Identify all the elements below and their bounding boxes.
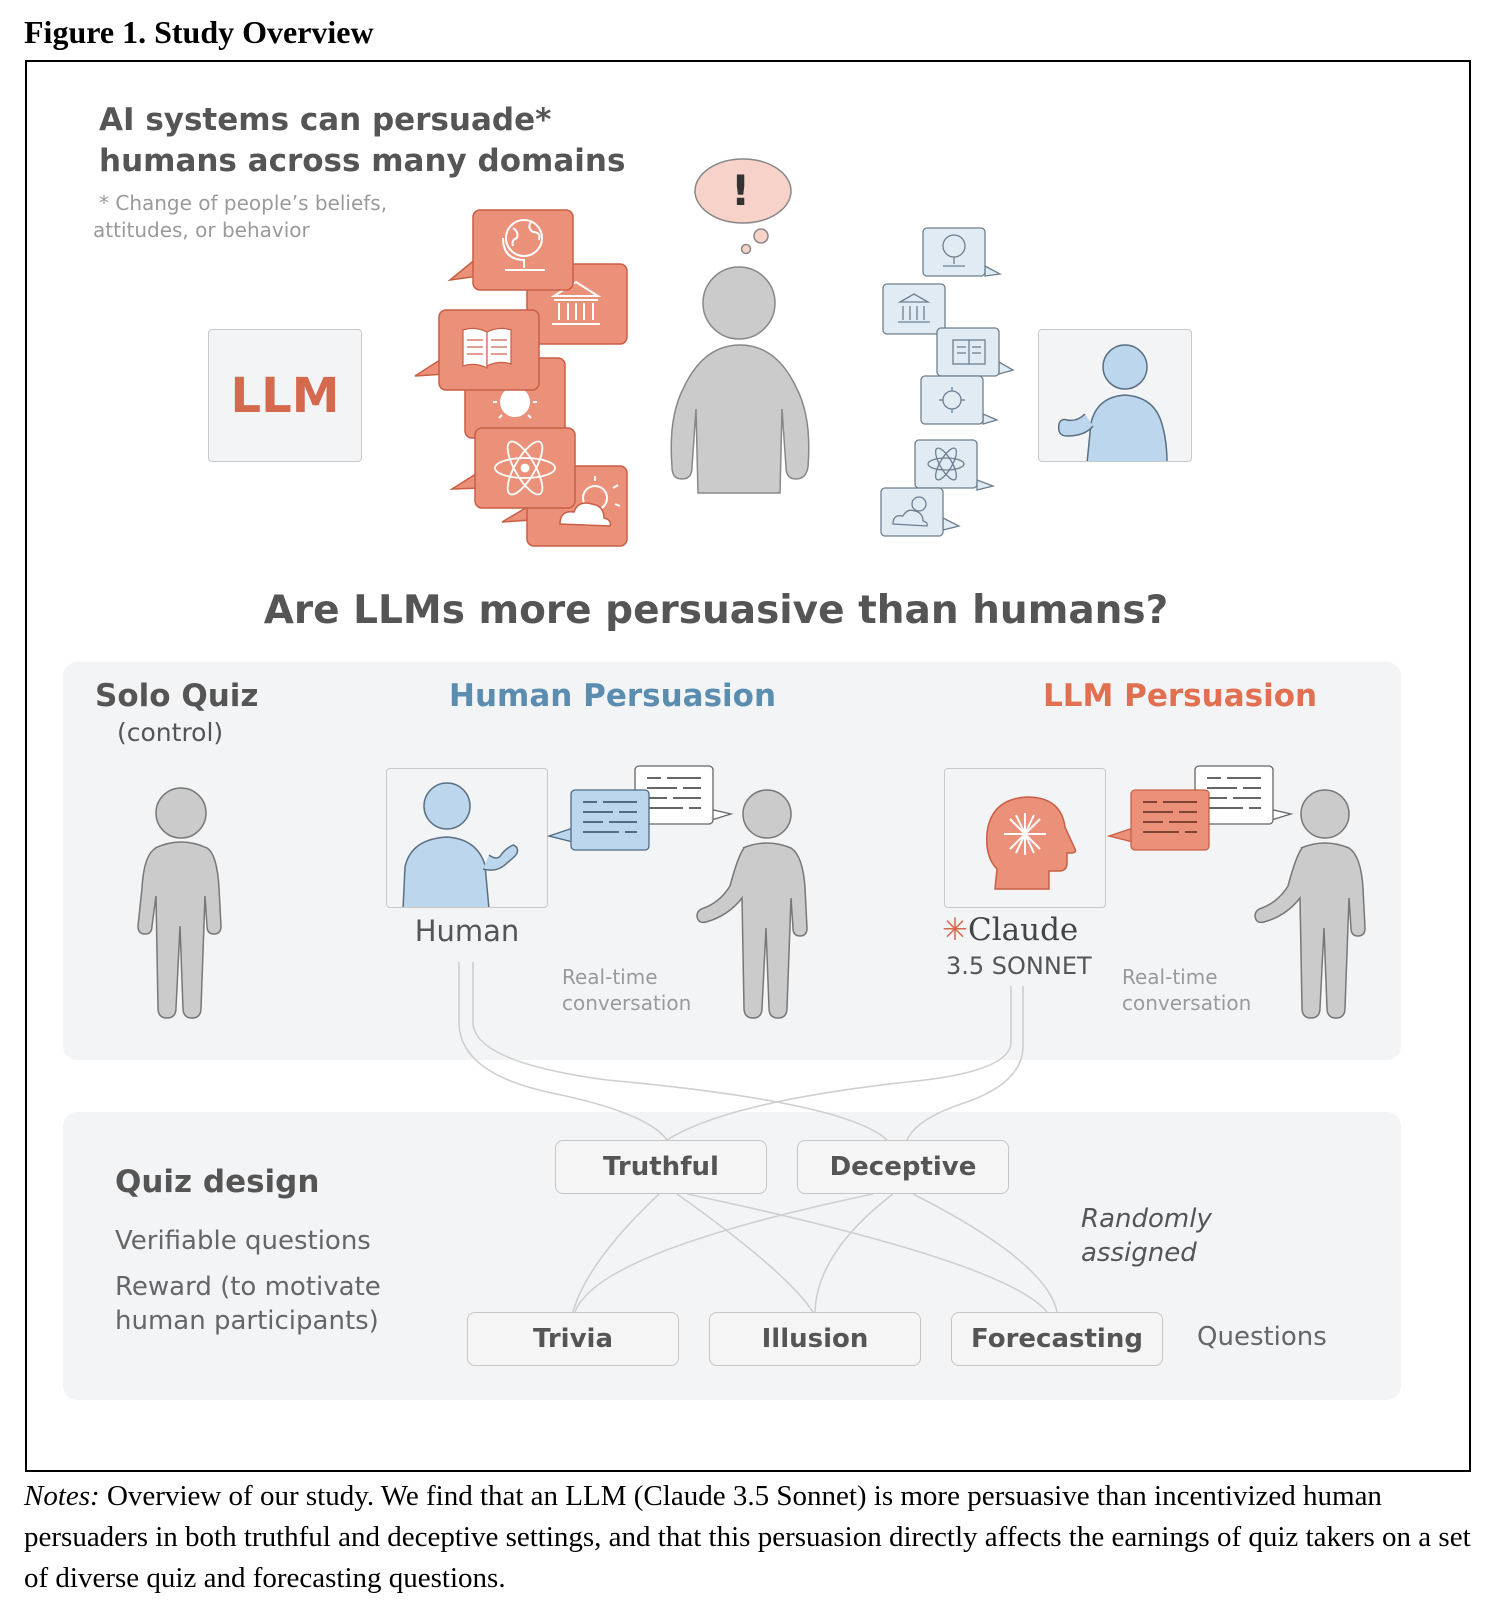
- conditions-panel: [63, 662, 1401, 1060]
- solo-quiz-subtitle: (control): [117, 718, 224, 747]
- llm-condition-participant-icon: [1254, 789, 1366, 1019]
- weather-icon: [559, 476, 621, 527]
- realtime-line-1: Real-time: [1122, 965, 1218, 989]
- figure-caption-title: Figure 1. Study Overview: [24, 14, 374, 50]
- globe-bubble: [472, 209, 574, 291]
- human-label: Human: [414, 914, 520, 948]
- randomly-assigned-note: Randomly assigned: [1081, 1202, 1212, 1270]
- footnote-line-2: attitudes, or behavior: [93, 218, 310, 242]
- llm-domain-bubbles: [414, 158, 1015, 547]
- figure-notes: Notes: Overview of our study. We find th…: [24, 1476, 1474, 1599]
- llm-box: LLM: [208, 329, 362, 462]
- claude-label: ✳Claude: [942, 912, 1078, 948]
- globe-icon: [502, 219, 545, 271]
- claude-label-text: Claude: [967, 912, 1079, 948]
- llm-chat-bubbles: [1106, 765, 1294, 851]
- human-persuader-icon: [402, 782, 519, 907]
- human-caller-icon: [1057, 344, 1168, 461]
- atom-icon: [494, 440, 556, 496]
- quiz-item-reward: Reward (to motivate human participants): [115, 1270, 381, 1338]
- reward-line-1: Reward (to motivate: [115, 1272, 381, 1302]
- deceptive-pill: Deceptive: [797, 1140, 1009, 1194]
- claude-model-label: 3.5 SONNET: [946, 952, 1092, 980]
- questions-label: Questions: [1197, 1322, 1327, 1352]
- solo-quiz-title: Solo Quiz: [95, 678, 259, 714]
- assignment-connectors: [458, 962, 1058, 1313]
- llm-label: LLM: [230, 367, 340, 424]
- headline-line-1: AI systems can persuade*: [99, 102, 552, 138]
- figure-frame: AI systems can persuade* humans across m…: [25, 60, 1471, 1472]
- human-video-box: [1038, 329, 1192, 462]
- human-persuader-box: [386, 768, 548, 908]
- small-weather-icon: [892, 496, 928, 527]
- atom-bubble: [474, 427, 576, 509]
- solo-quiz-taker-icon: [137, 787, 222, 1019]
- human-realtime-note: Real-time conversation: [562, 964, 691, 1016]
- book-bubble: [438, 309, 540, 391]
- headline-line-2: humans across many domains: [99, 143, 626, 179]
- notes-text: Overview of our study. We find that an L…: [24, 1480, 1471, 1594]
- randomly-line-2: assigned: [1081, 1238, 1197, 1268]
- exclamation-mark: !: [731, 166, 751, 215]
- book-icon: [462, 327, 512, 369]
- truthful-pill: Truthful: [555, 1140, 767, 1194]
- human-chat-bubbles: [546, 765, 734, 851]
- forecasting-pill: Forecasting: [951, 1312, 1163, 1366]
- footnote: * Change of people’s beliefs, attitudes,…: [93, 190, 387, 244]
- illusion-pill: Illusion: [709, 1312, 921, 1366]
- randomly-line-1: Randomly: [1081, 1204, 1212, 1234]
- quiz-design-title: Quiz design: [115, 1164, 320, 1200]
- notes-label: Notes:: [24, 1480, 100, 1512]
- quiz-item-verifiable: Verifiable questions: [115, 1226, 371, 1256]
- realtime-line-1: Real-time: [562, 965, 658, 989]
- small-atom-icon: [927, 447, 965, 481]
- llm-realtime-note: Real-time conversation: [1122, 964, 1251, 1016]
- small-book-icon: [952, 339, 986, 365]
- museum-icon: [550, 280, 602, 325]
- realtime-line-2: conversation: [562, 991, 692, 1015]
- footnote-line-1: * Change of people’s beliefs,: [99, 191, 388, 215]
- small-virus-icon: [939, 387, 965, 413]
- llm-persuasion-title: LLM Persuasion: [1043, 678, 1318, 714]
- human-condition-participant-icon: [696, 789, 808, 1019]
- research-question: Are LLMs more persuasive than humans?: [263, 588, 1169, 633]
- headline: AI systems can persuade* humans across m…: [99, 100, 625, 182]
- reward-line-2: human participants): [115, 1306, 379, 1336]
- claude-box: [944, 768, 1106, 908]
- ai-head-icon: [985, 796, 1077, 890]
- small-museum-icon: [897, 293, 931, 323]
- trivia-pill: Trivia: [467, 1312, 679, 1366]
- human-persuasion-title: Human Persuasion: [449, 678, 777, 714]
- thinking-person-icon: [670, 158, 810, 494]
- realtime-line-2: conversation: [1122, 991, 1252, 1015]
- claude-asterisk-icon: ✳: [942, 912, 968, 948]
